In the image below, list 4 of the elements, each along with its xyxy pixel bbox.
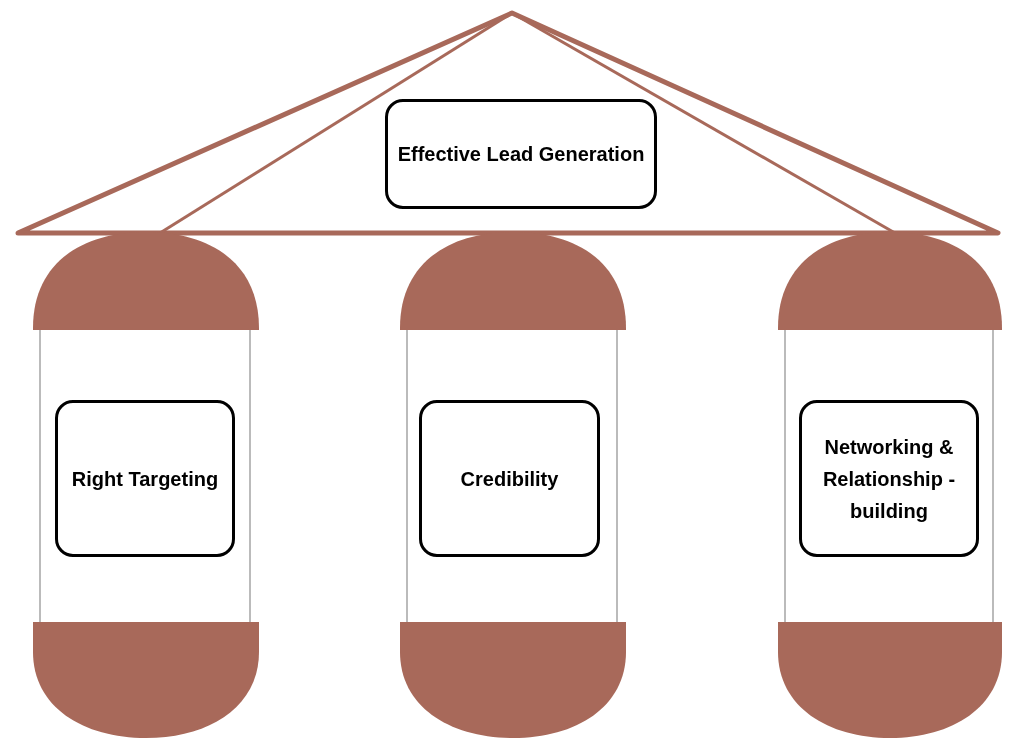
text-box: Right Targeting	[55, 400, 235, 557]
text-box: Networking & Relationship -building	[799, 400, 979, 557]
text-box: Effective Lead Generation	[385, 99, 657, 209]
text-box: Credibility	[419, 400, 600, 557]
